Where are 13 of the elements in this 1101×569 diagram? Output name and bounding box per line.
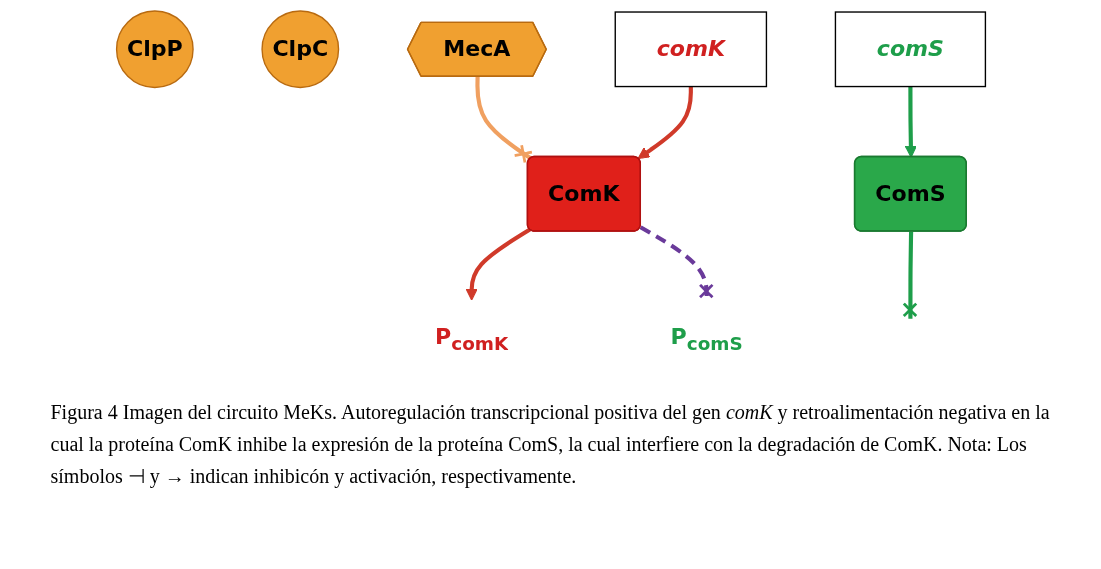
connector [639, 225, 714, 301]
node-circle: ClpC [260, 10, 339, 89]
node-box: comK [614, 11, 767, 88]
figure-caption: Figura 4 Imagen del circuito MeKs. Autoregulación transcripcional positiva del gen comK y retroalimentación negativa en la cual la proteína ComK inhibe la expresión de la proteína ComS, la cual interfiere con la degradación de ComK. Nota: Los símbolos ⊣ y → indican inhibicón y activación, respectivamente. [50, 400, 1051, 490]
arrow [465, 227, 531, 301]
arrow [637, 86, 693, 160]
connector [901, 231, 918, 319]
connector [474, 76, 533, 164]
arrow [904, 86, 917, 158]
node-text: P$_{comK}$ [434, 323, 508, 355]
node-circle: ClpP [115, 10, 194, 89]
node-text: P$_{comS}$ [670, 323, 743, 355]
node-box: comS [834, 11, 986, 88]
